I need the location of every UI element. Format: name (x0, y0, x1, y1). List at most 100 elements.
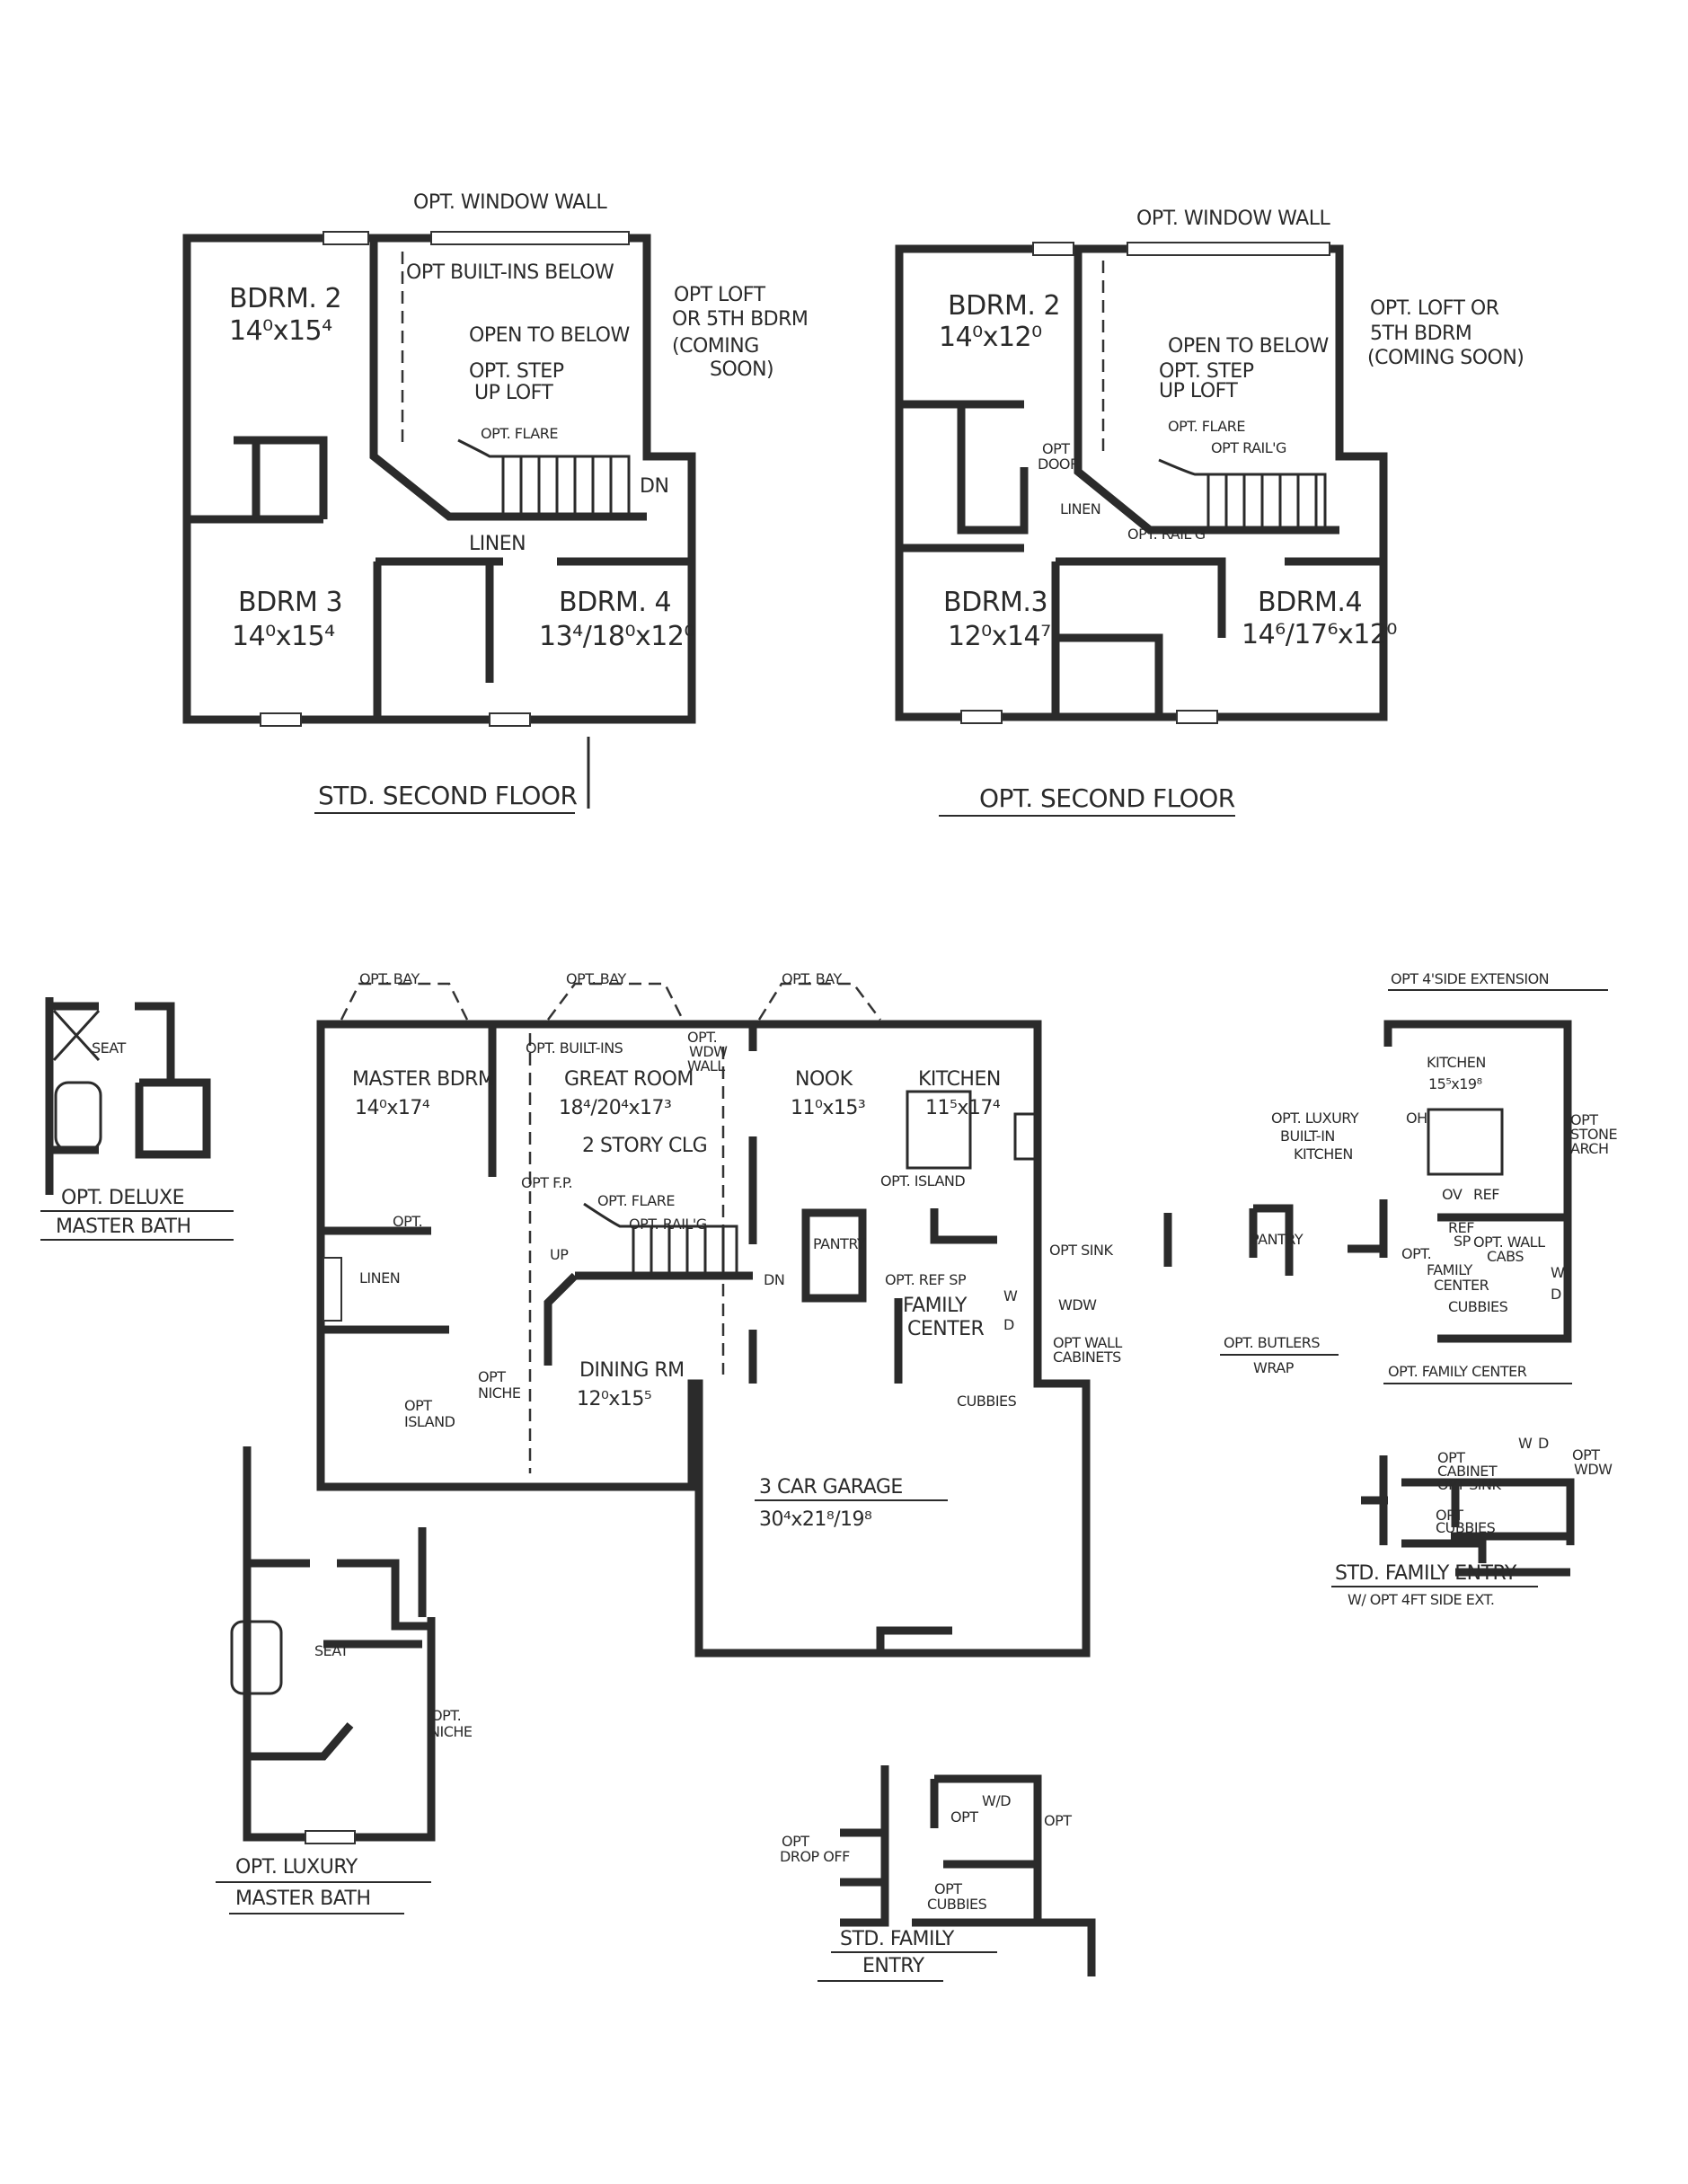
room-name-bdrm3-opt: BDRM.3 (943, 587, 1047, 618)
label-step-up-loft-2: UP LOFT (1159, 380, 1238, 402)
label-step-up-loft: UP LOFT (474, 382, 553, 404)
label-ext-entry-w: W (1518, 1435, 1533, 1452)
label-ext-family-center-2: CENTER (1434, 1277, 1489, 1294)
label-opt-bay-2: OPT. BAY (566, 970, 626, 987)
title-side-extension: OPT 4'SIDE EXTENSION (1391, 970, 1549, 987)
room-size-great-room: 18⁴/20⁴x17³ (559, 1097, 671, 1119)
room-size-dining: 12⁰x15⁵ (577, 1388, 651, 1410)
label-opt-built-ins: OPT BUILT-INS BELOW (406, 261, 614, 284)
label-wall-cabs-2: CABS (1487, 1248, 1524, 1265)
label-butlers-pantry: PANTRY (1251, 1231, 1304, 1248)
label-opt-flare-2: OPT. FLARE (1168, 418, 1245, 435)
label-opt-window-wall: OPT. WINDOW WALL (413, 191, 607, 214)
label-opt-flare-main: OPT. FLARE (597, 1192, 675, 1209)
label-opt-cubbies-ext-1: OPT (1436, 1507, 1463, 1524)
label-ext-family-center-1: FAMILY (1427, 1261, 1472, 1278)
label-ref: REF (1473, 1186, 1499, 1203)
title-luxury-2: MASTER BATH (235, 1888, 371, 1910)
side-extension-plan (1163, 1020, 1572, 1343)
label-cabinet-1: OPT (1437, 1449, 1465, 1466)
label-dn-main: DN (764, 1271, 784, 1288)
title-butlers-2: WRAP (1253, 1359, 1295, 1376)
title-std-family-entry-2: ENTRY (862, 1955, 925, 1977)
room-name-bdrm2-opt: BDRM. 2 (948, 290, 1060, 322)
label-ext-washer: W (1551, 1264, 1565, 1281)
label-up: UP (550, 1246, 569, 1263)
room-size-master-bdrm: 14⁰x17⁴ (355, 1097, 430, 1119)
room-name-dining: DINING RM (579, 1359, 685, 1382)
label-stone-arch-1: OPT (1570, 1111, 1598, 1128)
title-opt-second-floor: OPT. SECOND FLOOR (979, 783, 1235, 813)
label-entry-cubbies-2: CUBBIES (927, 1896, 987, 1913)
room-size-bdrm3-opt: 12⁰x14⁷ (948, 621, 1051, 652)
label-opt-wdw-wall-2: WDW (689, 1043, 728, 1060)
title-luxury-1: OPT. LUXURY (235, 1856, 358, 1879)
deluxe-master-bath-plan (45, 997, 211, 1195)
label-dn: DN (640, 475, 668, 498)
label-wdw: WDW (1058, 1296, 1097, 1313)
label-niche-luxury-2: NICHE (429, 1723, 473, 1740)
label-seat-deluxe: SEAT (92, 1039, 126, 1057)
label-family-center-1: FAMILY (903, 1295, 968, 1317)
label-opt-master: OPT. (393, 1213, 422, 1230)
room-size-bdrm2: 14⁰x15⁴ (229, 315, 332, 347)
label-opt-island-master-1: OPT (404, 1397, 432, 1414)
note-opt-loft-3: (COMING (672, 335, 759, 358)
label-wall-cabs-1: OPT. WALL (1473, 1233, 1545, 1251)
label-opt-wdw-wall-1: OPT. (687, 1029, 717, 1046)
label-opt-bay-3: OPT. BAY (782, 970, 842, 987)
label-opt-entry-2: OPT (1044, 1812, 1072, 1829)
room-name-nook: NOOK (795, 1068, 853, 1091)
label-linen: LINEN (469, 533, 526, 555)
label-entry-cubbies-1: OPT (934, 1880, 962, 1897)
label-opt-sink: OPT SINK (1049, 1242, 1113, 1259)
title-butlers-1: OPT. BUTLERS (1224, 1334, 1320, 1351)
label-luxury-kitchen-2: BUILT-IN (1280, 1127, 1335, 1145)
label-opt-wall-cabinets-2: CABINETS (1053, 1348, 1121, 1366)
label-ext-dryer: D (1551, 1286, 1561, 1303)
label-drop-off-2: DROP OFF (780, 1848, 850, 1865)
note-opt-loft-opt-3: (COMING SOON) (1367, 347, 1524, 369)
room-name-great-room: GREAT ROOM (564, 1068, 694, 1091)
label-ext-entry-d: D (1538, 1435, 1549, 1452)
title-opt-family-center: OPT. FAMILY CENTER (1388, 1363, 1527, 1380)
label-opt-wdw-wall-3: WALL (687, 1057, 725, 1074)
label-family-center-2: CENTER (907, 1318, 985, 1340)
stair (454, 438, 631, 518)
label-opt-railing-3: OPT. RAIL'G (1127, 526, 1206, 543)
label-2-story-ceiling: 2 STORY CLG (582, 1135, 707, 1157)
label-opt-door-2: DOOR (1038, 455, 1080, 473)
std-family-entry-ext-plan (1361, 1455, 1575, 1577)
note-opt-loft-2: OR 5TH BDRM (672, 308, 808, 331)
label-linen-2: LINEN (1060, 500, 1100, 517)
label-cabinet-2: CABINET (1437, 1463, 1498, 1480)
room-name-bdrm2: BDRM. 2 (229, 283, 341, 314)
label-open-to-below: OPEN TO BELOW (469, 324, 630, 347)
label-opt-niche-1: OPT (478, 1368, 506, 1385)
note-opt-loft-opt-1: OPT. LOFT OR (1370, 297, 1499, 320)
title-std-family-entry-1: STD. FAMILY (840, 1928, 955, 1950)
label-luxury-kitchen-1: OPT. LUXURY (1271, 1110, 1359, 1127)
room-name-master-bdrm: MASTER BDRM (352, 1068, 494, 1091)
label-washer: W (1003, 1287, 1018, 1304)
label-opt-wdw-ext-1: OPT (1572, 1446, 1600, 1463)
label-opt-built-ins-main: OPT. BUILT-INS (526, 1039, 623, 1057)
label-wd: W/D (982, 1792, 1011, 1809)
label-opt-niche-2: NICHE (478, 1384, 521, 1401)
std-second-floor-plan (182, 231, 696, 809)
room-name-bdrm4-opt: BDRM.4 (1258, 587, 1362, 618)
room-size-bdrm4-opt: 14⁶/17⁶x12⁰ (1242, 619, 1397, 650)
label-stone-arch-3: ARCH (1570, 1140, 1608, 1157)
label-pantry: PANTRY (813, 1235, 866, 1252)
title-std-second-floor: STD. SECOND FLOOR (318, 781, 577, 810)
label-opt-door-1: OPT (1042, 440, 1070, 457)
room-name-garage: 3 CAR GARAGE (759, 1476, 903, 1499)
label-opt-flare: OPT. FLARE (481, 425, 558, 442)
room-name-ext-kitchen: KITCHEN (1427, 1054, 1486, 1071)
opt-second-floor-plan (895, 242, 1388, 724)
label-opt-island: OPT. ISLAND (880, 1172, 965, 1189)
label-step-up-2: OPT. STEP (1159, 360, 1254, 383)
label-cubbies-main: CUBBIES (957, 1393, 1017, 1410)
label-opt-fp: OPT F.P. (521, 1174, 572, 1191)
note-opt-loft-1: OPT LOFT (674, 284, 766, 306)
